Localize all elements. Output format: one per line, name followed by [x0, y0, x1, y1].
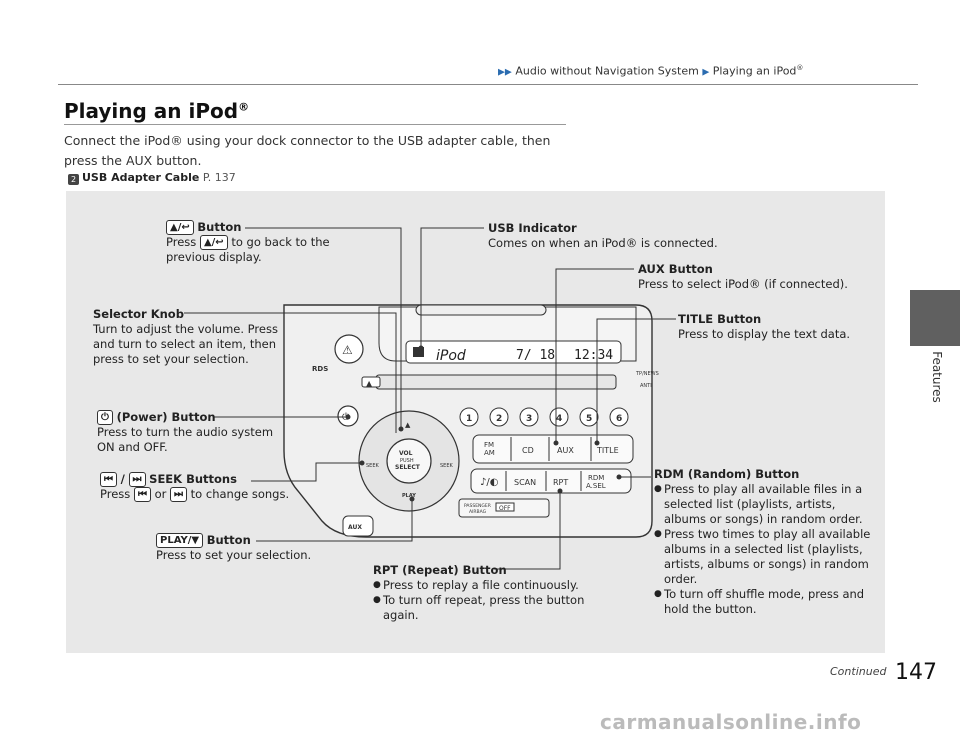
- display-window: [405, 340, 622, 364]
- svg-text:AM: AM: [484, 449, 495, 457]
- continued-label: Continued: [830, 665, 887, 678]
- svg-text:PASSENGER: PASSENGER: [464, 503, 491, 509]
- rdm-bullet: Press to play all available files in a s…: [654, 482, 879, 527]
- display-clock-text: 12:34: [574, 348, 613, 363]
- leader-lines: [184, 227, 676, 570]
- breadcrumb-page[interactable]: Playing an iPod: [712, 64, 797, 78]
- usb-indicator-icon: [413, 347, 424, 357]
- seek-buttons-label: ⏮ / ⏭ SEEK Buttons Press ⏮ or ⏭ to chang…: [100, 472, 290, 502]
- radio-illustration: iPod 7/ 18 12:34 ▲ ⚠ RDS TP/NEWS ANTI ⏻ …: [184, 227, 676, 570]
- header-rule: [58, 84, 918, 85]
- eject-button: [361, 376, 381, 388]
- svg-text:CD: CD: [522, 446, 534, 455]
- seek-next-icon: ⏭: [128, 472, 146, 487]
- svg-text:A.SEL: A.SEL: [586, 482, 606, 490]
- cd-slot: [375, 374, 617, 390]
- rpt-bullet: To turn off repeat, press the button aga…: [373, 593, 613, 623]
- breadcrumb-section[interactable]: Audio without Navigation System: [515, 64, 699, 78]
- back-button-key: ▲/↩: [166, 220, 194, 235]
- top-slot: [415, 304, 547, 316]
- svg-text:3: 3: [526, 414, 532, 424]
- ref-label[interactable]: USB Adapter Cable: [82, 171, 200, 184]
- svg-text:2: 2: [496, 414, 502, 424]
- svg-text:⚠: ⚠: [342, 343, 353, 357]
- page-number: 147: [895, 660, 937, 685]
- power-icon: ⏻: [97, 410, 113, 425]
- svg-text:PLAY: PLAY: [402, 493, 416, 499]
- svg-text:RPT: RPT: [553, 478, 568, 487]
- svg-text:▲: ▲: [405, 421, 411, 429]
- svg-text:6: 6: [616, 414, 622, 424]
- svg-text:PUSH: PUSH: [400, 458, 414, 464]
- play-key: PLAY/▼: [156, 533, 204, 548]
- breadcrumb-arrow-icon: ▶: [702, 67, 710, 78]
- svg-text:SCAN: SCAN: [514, 478, 536, 487]
- display-track-text: 7/ 18: [516, 348, 555, 363]
- svg-text:SEEK: SEEK: [366, 463, 379, 469]
- svg-text:SEEK: SEEK: [440, 463, 453, 469]
- svg-text:AUX: AUX: [557, 446, 574, 455]
- vol-knob: [386, 438, 432, 484]
- ref-page[interactable]: P. 137: [202, 171, 236, 184]
- rdm-bullet: Press two times to play all available al…: [654, 527, 879, 587]
- radio-diagram: iPod 7/ 18 12:34 ▲ ⚠ RDS TP/NEWS ANTI ⏻ …: [66, 191, 885, 653]
- chapter-label: Features: [929, 351, 944, 403]
- watermark: carmanualsonline.info: [600, 710, 862, 734]
- chapter-tab: [910, 290, 960, 346]
- rdm-bullet: To turn off shuffle mode, press and hold…: [654, 587, 879, 617]
- svg-text:1: 1: [466, 414, 472, 424]
- svg-text:OFF: OFF: [499, 505, 511, 512]
- svg-text:FM: FM: [484, 441, 494, 449]
- svg-text:4: 4: [556, 414, 562, 424]
- page-title: Playing an iPod®: [64, 99, 250, 123]
- svg-text:5: 5: [586, 414, 592, 424]
- rdm-button-label: RDM (Random) Button Press to play all av…: [654, 467, 879, 617]
- svg-text:RDM: RDM: [588, 474, 604, 482]
- title-rule: [64, 124, 566, 125]
- rpt-bullet: Press to replay a file continuously.: [373, 578, 613, 593]
- reference-icon: 2: [68, 174, 79, 185]
- aux-jack: [342, 515, 374, 537]
- svg-text:TITLE: TITLE: [596, 446, 619, 455]
- preset-buttons: 1 2 3 4 5 6: [459, 407, 629, 427]
- display-ipod-text: iPod: [436, 348, 466, 364]
- rpt-button-label: RPT (Repeat) Button Press to replay a fi…: [373, 563, 613, 623]
- seek-prev-icon: ⏮: [100, 472, 117, 487]
- svg-text:▲: ▲: [366, 379, 373, 388]
- svg-text:VOL: VOL: [399, 450, 413, 457]
- svg-text:AUX: AUX: [348, 524, 362, 531]
- svg-text:♪/◐: ♪/◐: [480, 477, 498, 488]
- svg-text:SELECT: SELECT: [395, 464, 421, 471]
- svg-text:AIRBAG: AIRBAG: [469, 509, 487, 515]
- breadcrumb: ▶▶ Audio without Navigation System ▶ Pla…: [498, 64, 803, 78]
- tp-news-label: TP/NEWS: [635, 371, 659, 377]
- breadcrumb-arrow-icon: ▶▶: [498, 67, 512, 78]
- breadcrumb-reg: ®: [796, 64, 804, 72]
- intro-text: Connect the iPod® using your dock connec…: [64, 133, 551, 168]
- hazard-button: [334, 334, 364, 364]
- back-button-label: ▲/↩ Button Press ▲/↩ to go back to the p…: [166, 220, 330, 264]
- rds-label: RDS: [312, 365, 328, 373]
- anti-theft-label: ANTI: [640, 383, 652, 389]
